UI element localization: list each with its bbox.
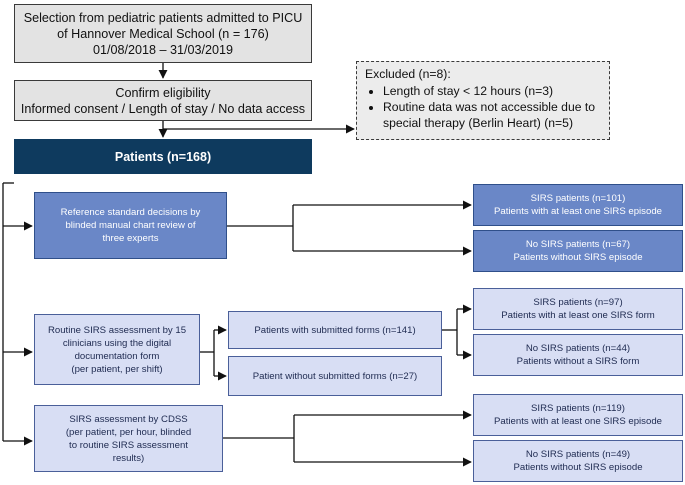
ref-sirs-box: SIRS patients (n=101) Patients with at l… xyxy=(473,184,683,226)
routine-nosirs-line-1: No SIRS patients (n=44) xyxy=(525,343,631,354)
cdss-line-3: to routine SIRS assessment xyxy=(69,439,188,451)
reference-box: Reference standard decisions by blinded … xyxy=(34,192,227,259)
ref-nosirs-box: No SIRS patients (n=67) Patients without… xyxy=(473,230,683,272)
selection-box: Selection from pediatric patients admitt… xyxy=(14,4,312,63)
cdss-nosirs-line-1: No SIRS patients (n=49) xyxy=(525,449,631,460)
cdss-line-2: (per patient, per hour, blinded xyxy=(65,426,192,438)
routine-line-3: documentation form xyxy=(74,350,160,362)
excluded-box: Excluded (n=8): Length of stay < 12 hour… xyxy=(356,61,610,140)
routine-line-2: clinicians using the digital xyxy=(62,337,172,349)
ref-sirs-line-2: Patients with at least one SIRS episode xyxy=(494,206,662,217)
excluded-list: Length of stay < 12 hours (n=3) Routine … xyxy=(365,83,601,131)
routine-nosirs-box: No SIRS patients (n=44) Patients without… xyxy=(473,334,683,376)
cdss-nosirs-box: No SIRS patients (n=49) Patients without… xyxy=(473,440,683,482)
cdss-sirs-line-2: Patients with at least one SIRS episode xyxy=(494,416,662,427)
eligibility-line-1: Confirm eligibility xyxy=(115,85,211,100)
routine-sirs-line-2: Patients with at least one SIRS form xyxy=(501,310,655,321)
routine-sirs-box: SIRS patients (n=97) Patients with at le… xyxy=(473,288,683,330)
submitted-box: Patients with submitted forms (n=141) xyxy=(228,311,442,349)
cdss-sirs-box: SIRS patients (n=119) Patients with at l… xyxy=(473,394,683,436)
eligibility-line-2: Informed consent / Length of stay / No d… xyxy=(20,101,306,116)
excluded-item: Routine data was not accessible due to s… xyxy=(383,99,601,131)
excluded-title: Excluded (n=8): xyxy=(365,67,451,81)
excluded-item: Length of stay < 12 hours (n=3) xyxy=(383,83,601,99)
ref-sirs-line-1: SIRS patients (n=101) xyxy=(530,193,626,204)
reference-line-1: Reference standard decisions by xyxy=(60,207,201,218)
routine-nosirs-line-2: Patients without a SIRS form xyxy=(516,356,640,367)
cdss-line-1: SIRS assessment by CDSS xyxy=(69,413,188,425)
not-submitted-label: Patient without submitted forms (n=27) xyxy=(252,370,418,382)
cdss-sirs-line-1: SIRS patients (n=119) xyxy=(531,403,625,414)
reference-line-3: three experts xyxy=(102,233,159,244)
selection-line-2: of Hannover Medical School (n = 176) xyxy=(57,26,269,41)
selection-line-3: 01/08/2018 – 31/03/2019 xyxy=(92,42,234,57)
selection-line-1: Selection from pediatric patients admitt… xyxy=(23,10,303,25)
submitted-label: Patients with submitted forms (n=141) xyxy=(254,324,416,336)
routine-box: Routine SIRS assessment by 15 clinicians… xyxy=(34,314,200,385)
cdss-nosirs-line-2: Patients without SIRS episode xyxy=(513,462,643,473)
eligibility-box: Confirm eligibility Informed consent / L… xyxy=(14,80,312,121)
not-submitted-box: Patient without submitted forms (n=27) xyxy=(228,356,442,396)
ref-nosirs-line-1: No SIRS patients (n=67) xyxy=(525,239,631,250)
patients-box: Patients (n=168) xyxy=(14,139,312,174)
reference-line-2: blinded manual chart review of xyxy=(65,220,196,231)
ref-nosirs-line-2: Patients without SIRS episode xyxy=(513,252,643,263)
cdss-box: SIRS assessment by CDSS (per patient, pe… xyxy=(34,405,223,472)
routine-sirs-line-1: SIRS patients (n=97) xyxy=(533,297,623,308)
patients-label: Patients (n=168) xyxy=(114,149,212,164)
routine-line-1: Routine SIRS assessment by 15 xyxy=(47,324,187,336)
routine-line-4: (per patient, per shift) xyxy=(71,363,163,375)
cdss-line-4: results) xyxy=(112,452,145,464)
